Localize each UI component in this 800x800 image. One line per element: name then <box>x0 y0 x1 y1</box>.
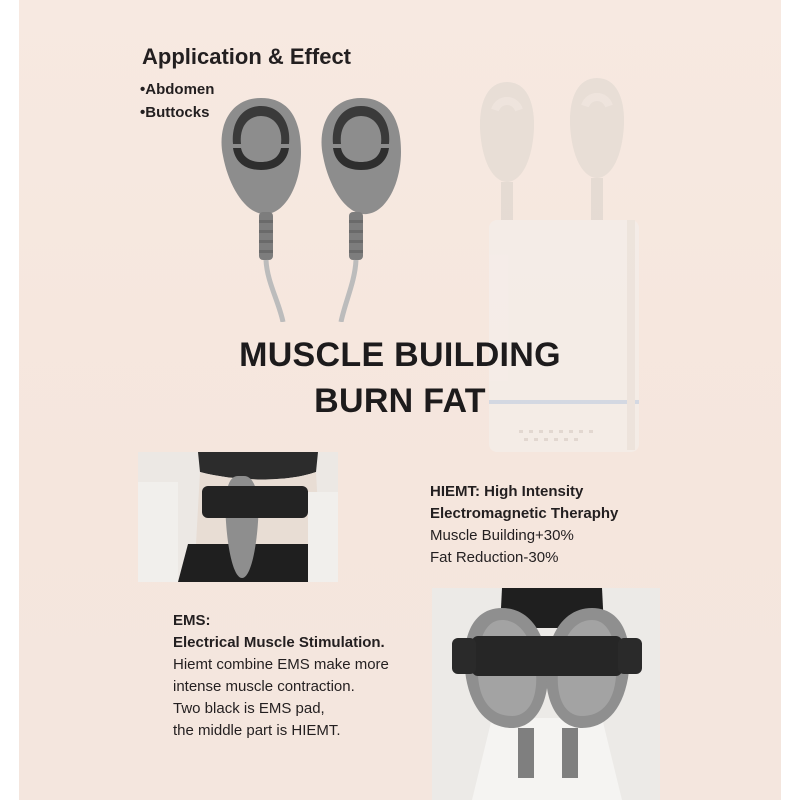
ems-full-name: Electrical Muscle Stimulation. <box>173 634 385 651</box>
application-list: Abdomen Buttocks <box>140 78 214 124</box>
headline-line-1: MUSCLE BUILDING <box>239 336 561 374</box>
ems-line-4: the middle part is HIEMT. <box>173 722 341 739</box>
application-item-buttocks: Buttocks <box>140 101 214 124</box>
machine-background-image <box>479 78 639 452</box>
buttocks-treatment-photo <box>432 588 660 800</box>
hiemt-title-line-1: HIEMT: High Intensity <box>430 483 584 500</box>
headline: MUSCLE BUILDING BURN FAT <box>19 332 781 424</box>
ems-line-3: Two black is EMS pad, <box>173 700 325 717</box>
application-heading: Application & Effect <box>142 44 352 69</box>
hiemt-stat-fat: Fat Reduction-30% <box>430 549 559 566</box>
ems-label: EMS: <box>173 612 211 629</box>
ems-line-2: intense muscle contraction. <box>173 678 355 695</box>
product-poster: Application & Effect Abdomen Buttocks MU… <box>19 0 781 800</box>
hiemt-stat-muscle: Muscle Building+30% <box>430 527 574 544</box>
abdomen-treatment-photo <box>138 452 338 582</box>
applicator-handles-image <box>221 98 401 322</box>
application-item-abdomen: Abdomen <box>140 78 214 101</box>
hiemt-description: HIEMT: High Intensity Electromagnetic Th… <box>430 481 618 569</box>
hiemt-title-line-2: Electromagnetic Theraphy <box>430 505 619 522</box>
ems-description: EMS: Electrical Muscle Stimulation. Hiem… <box>173 610 389 742</box>
headline-line-2: BURN FAT <box>314 382 486 420</box>
ems-line-1: Hiemt combine EMS make more <box>173 656 389 673</box>
